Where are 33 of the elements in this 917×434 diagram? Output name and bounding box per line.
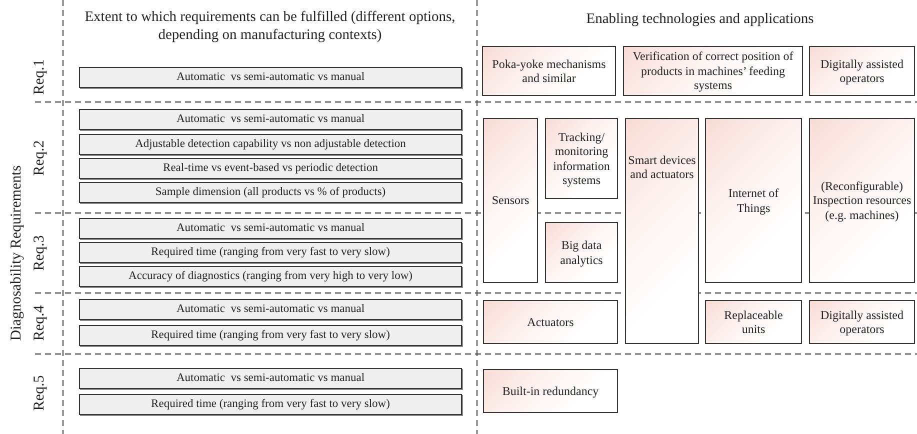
technology-box: Poka-yoke mechanisms and similar (482, 46, 616, 96)
option-box: Required time (ranging from very fast to very slow) (79, 325, 462, 346)
technology-box: Internet of Things (705, 118, 802, 283)
row-label: Req.5 (32, 375, 48, 411)
technology-box: Smart devices and actuators (625, 118, 699, 344)
option-box: Automatic vs semi-automatic vs manual (79, 368, 462, 389)
technology-box: Sensors (483, 118, 538, 283)
technology-box: (Reconfigurable) Inspection resources (e.g. machines) (809, 118, 915, 283)
row-label: Req.2 (32, 140, 48, 176)
option-box: Automatic vs semi-automatic vs manual (79, 67, 462, 88)
option-box: Sample dimension (all products vs % of products) (79, 182, 462, 203)
technology-box: Built-in redundancy (483, 369, 618, 413)
option-box: Accuracy of diagnostics (ranging from very high to very low) (79, 266, 462, 287)
row-label: Req.1 (32, 59, 48, 95)
option-box: Automatic vs semi-automatic vs manual (79, 299, 462, 320)
technology-box: Big data analytics (545, 222, 618, 283)
row-label: Req.4 (32, 305, 48, 341)
option-box: Required time (ranging from very fast to very slow) (79, 394, 462, 415)
option-box: Real-time vs event-based vs periodic detection (79, 158, 462, 179)
technology-box: Digitally assisted operators (809, 46, 915, 96)
option-box: Automatic vs semi-automatic vs manual (79, 109, 462, 130)
option-box: Automatic vs semi-automatic vs manual (79, 218, 462, 239)
technology-box: Digitally assisted operators (809, 300, 915, 344)
column-header: Enabling technologies and applications (585, 10, 815, 28)
technology-box: Tracking/ monitoring information systems (545, 118, 618, 199)
option-box: Required time (ranging from very fast to very slow) (79, 242, 462, 263)
technology-box: Replaceable units (705, 300, 802, 344)
column-header: Extent to which requirements can be fulfilled (different options, depending on manufacturing contexts) (84, 8, 456, 44)
axis-label: Diagnosability Requirements (8, 165, 26, 341)
row-label: Req.3 (32, 235, 48, 271)
technology-box: Actuators (483, 300, 618, 344)
option-box: Adjustable detection capability vs non adjustable detection (79, 134, 462, 155)
technology-box: Verification of correct position of products in machines’ feeding systems (623, 46, 803, 96)
